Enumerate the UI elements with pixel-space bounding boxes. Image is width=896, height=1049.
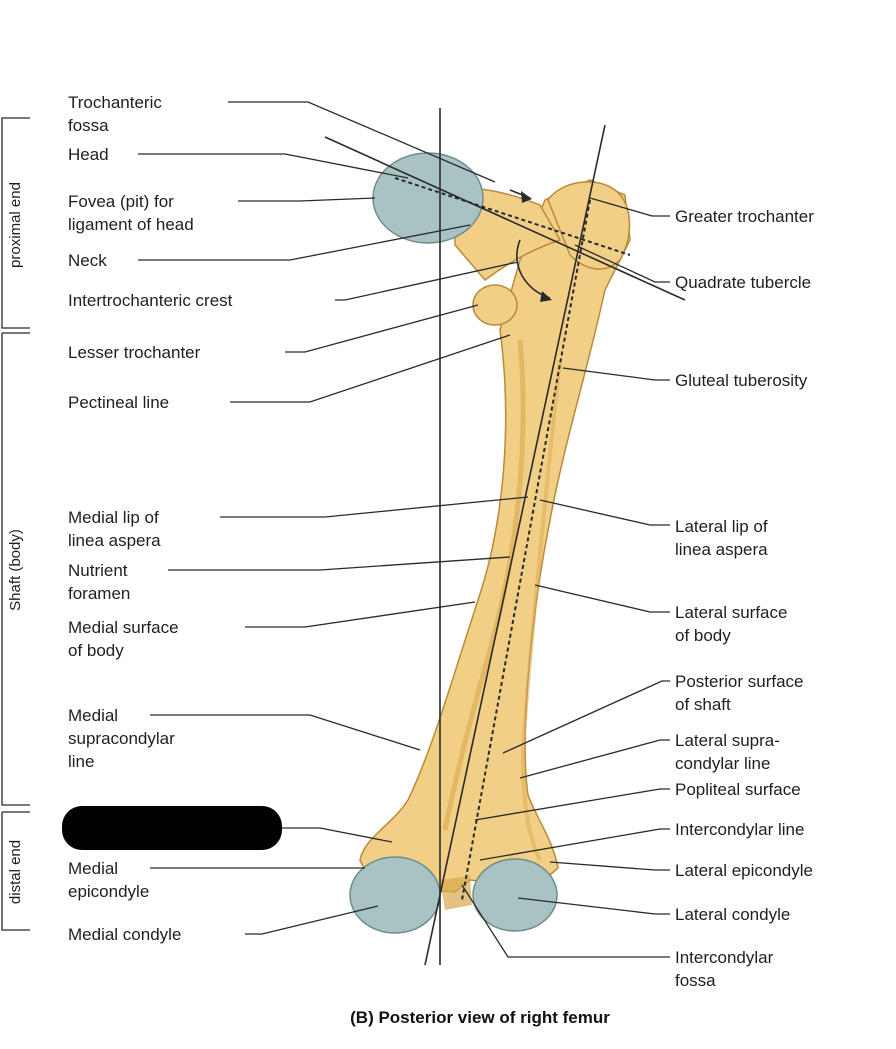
label-neck: Neck: [68, 251, 107, 270]
redacted-label-block: [62, 806, 282, 850]
label-pectineal-line: Pectineal line: [68, 393, 169, 412]
region-proximal-label: proximal end: [7, 182, 24, 268]
lateral-condyle-shape: [472, 858, 558, 932]
label-lateral-condyle: Lateral condyle: [675, 905, 790, 924]
label-greater-trochanter: Greater trochanter: [675, 207, 814, 226]
region-distal-label: distal end: [7, 840, 24, 904]
label-gluteal-tuberosity: Gluteal tuberosity: [675, 371, 808, 390]
label-intertrochanteric-crest: Intertrochanteric crest: [68, 291, 233, 310]
label-medial-condyle: Medial condyle: [68, 925, 181, 944]
label-lesser-trochanter: Lesser trochanter: [68, 343, 201, 362]
figure-caption: (B) Posterior view of right femur: [350, 1008, 610, 1027]
label-lateral-supracondylar: Lateral supra-condylar line: [675, 731, 780, 773]
region-brackets: [1, 117, 30, 931]
leader-lines: [138, 101, 670, 958]
lesser-trochanter-shape: [472, 284, 518, 326]
region-shaft-label: Shaft (body): [7, 529, 24, 611]
femur-shaft: [359, 179, 631, 893]
label-quadrate-tubercle: Quadrate tubercle: [675, 273, 811, 292]
label-popliteal-surface: Popliteal surface: [675, 780, 801, 799]
label-lateral-epicondyle: Lateral epicondyle: [675, 861, 813, 880]
label-intercondylar-line: Intercondylar line: [675, 820, 804, 839]
label-head: Head: [68, 145, 109, 164]
right-labels: Greater trochanter Quadrate tubercle Glu…: [675, 207, 814, 990]
femur-illustration: [324, 108, 686, 966]
